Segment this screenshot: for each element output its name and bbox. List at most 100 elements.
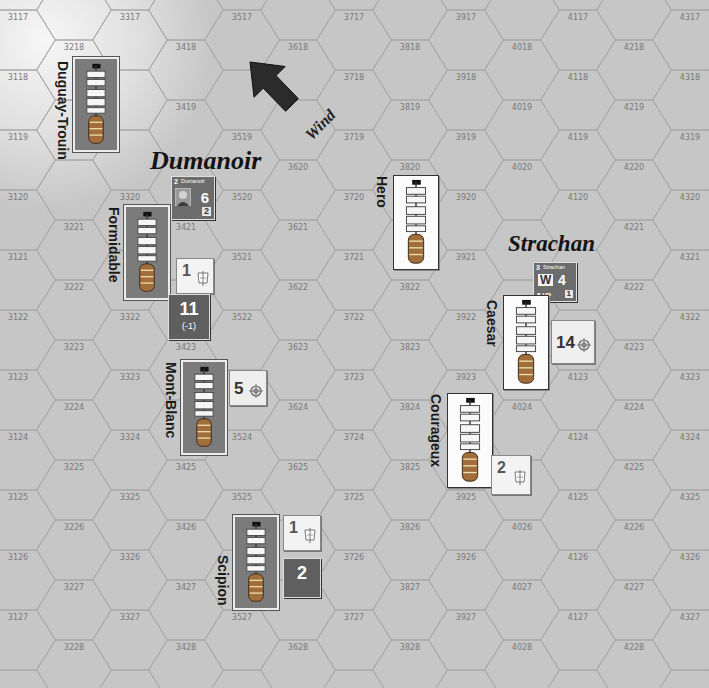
ship-name: Courageux [428, 394, 444, 467]
leader-portrait [175, 188, 191, 206]
hex-cell [317, 0, 392, 10]
ship-icon [394, 176, 438, 269]
hex-cell [0, 310, 55, 370]
hex-cell [317, 310, 392, 370]
hex-number: 4319 [676, 133, 704, 143]
hex-number: 3623 [284, 343, 312, 353]
hex-cell [261, 280, 336, 340]
target-cross [249, 384, 263, 398]
hex-number: 4325 [676, 493, 704, 503]
portrait-head [179, 191, 187, 199]
ship-sail [406, 196, 425, 203]
hex-number: 4027 [508, 583, 536, 593]
hex-cell [0, 670, 55, 688]
sail-icon [303, 528, 317, 544]
ship-sail [247, 537, 265, 543]
hex-cell [0, 70, 55, 130]
hex-number: 4026 [508, 523, 536, 533]
hull-stripe [198, 431, 211, 432]
hex-number: 3825 [396, 463, 424, 473]
hex-number: 3124 [4, 433, 32, 443]
hex-cell [485, 400, 560, 460]
dark-counter: 2 [283, 558, 321, 598]
ship-sail [87, 79, 105, 85]
hex-cell [37, 220, 112, 280]
hex-cell [37, 580, 112, 640]
wind-label: Wind [302, 107, 338, 143]
hex-number: 4118 [564, 73, 592, 83]
hex-number: 3427 [172, 583, 200, 593]
hex-number: 3819 [396, 103, 424, 113]
hull-stripe [90, 134, 103, 135]
hex-cell [261, 160, 336, 220]
hex-cell [37, 460, 112, 520]
hex-number: 4018 [508, 43, 536, 53]
hex-number: 3621 [284, 223, 312, 233]
hex-cell [205, 250, 280, 310]
french-ship-counter: Duguay-Trouin [73, 57, 119, 152]
hex-number: 4323 [676, 373, 704, 383]
hex-number: 4322 [676, 313, 704, 323]
counter-number: 14 [556, 334, 575, 351]
ship-name: Scipion [215, 555, 231, 606]
hex-cell [485, 580, 560, 640]
hex-number: 3920 [452, 193, 480, 203]
hex-number: 3521 [228, 253, 256, 263]
ship-name: Hero [374, 176, 390, 208]
hex-number: 3327 [116, 613, 144, 623]
hex-cell [261, 400, 336, 460]
hex-cell [541, 10, 616, 70]
ship-name: Caesar [484, 300, 500, 347]
hex-cell [653, 550, 709, 610]
target-icon [577, 338, 591, 352]
counter-number: 2 [497, 460, 506, 476]
hex-number: 3224 [60, 403, 88, 413]
leader-rank: 3 [536, 264, 540, 271]
hex-number: 4126 [564, 553, 592, 563]
british-ship-counter: Caesar [503, 295, 549, 390]
hex-number: 3226 [60, 523, 88, 533]
hull-stripe [409, 254, 422, 255]
hex-number: 3225 [60, 463, 88, 473]
hex-cell [541, 310, 616, 370]
hex-number: 3125 [4, 493, 32, 503]
hex-cell [37, 0, 112, 40]
hex-number: 4320 [676, 193, 704, 203]
hex-cell [93, 490, 168, 550]
hull-stripe [519, 374, 532, 375]
hex-cell [653, 190, 709, 250]
ship-hull [462, 452, 477, 481]
hex-number: 3525 [228, 493, 256, 503]
hull-stripe [519, 367, 532, 368]
hull-stripe [141, 282, 154, 283]
hex-cell [541, 70, 616, 130]
hex-number: 4228 [620, 643, 648, 653]
hex-cell [373, 460, 448, 520]
hex-number: 3820 [396, 163, 424, 173]
hex-cell [597, 40, 672, 100]
hex-number: 3123 [4, 373, 32, 383]
leader-value: 1 [565, 290, 573, 298]
hex-number: 3622 [284, 283, 312, 293]
hex-cell [541, 130, 616, 190]
hull-stripe [463, 458, 476, 459]
hex-cell [429, 0, 504, 10]
counter-number: 2 [284, 564, 320, 582]
hex-cell [317, 370, 392, 430]
ship-icon [75, 59, 117, 150]
hex-cell [597, 340, 672, 400]
hex-cell [597, 400, 672, 460]
ship-hull [408, 234, 423, 263]
hex-cell [597, 100, 672, 160]
status-counter: 2 [491, 455, 531, 495]
ship-sail [247, 557, 265, 564]
leader-name: Strachan [508, 232, 595, 255]
hex-cell [0, 10, 55, 70]
hex-number: 3723 [340, 373, 368, 383]
hex-cell [429, 70, 504, 130]
hex-number: 3923 [452, 373, 480, 383]
hex-number: 3323 [116, 373, 144, 383]
leader-value: 4 [558, 273, 566, 287]
sail-line [307, 535, 313, 536]
ship-sail [138, 227, 156, 233]
